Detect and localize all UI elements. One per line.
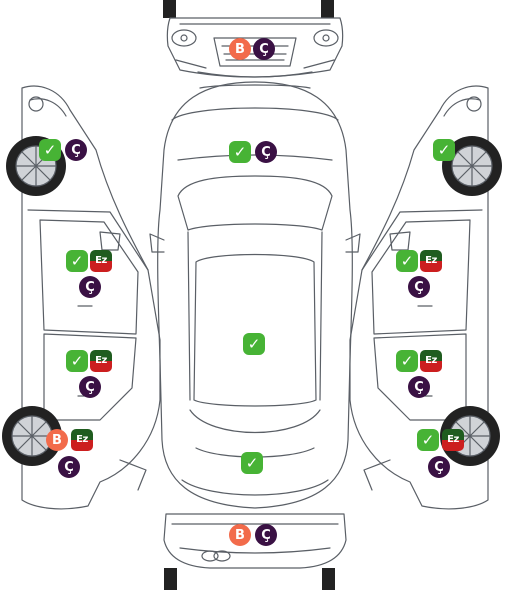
left-front-door-scratch-marker[interactable]: Ez <box>90 250 112 272</box>
left-rear-door-scratch-marker[interactable]: Ez <box>90 350 112 372</box>
right-front-door-ok-marker[interactable]: ✓ <box>396 250 418 272</box>
right-front-door-dent-marker[interactable]: Ç <box>408 276 430 298</box>
left-rear-fender-dent-marker[interactable]: Ç <box>58 456 80 478</box>
rear-bumper-paint-marker[interactable]: B <box>229 524 251 546</box>
trunk-ok-marker[interactable]: ✓ <box>241 452 263 474</box>
front-view <box>163 0 344 78</box>
front-bumper-dent-marker[interactable]: Ç <box>253 38 275 60</box>
right-rear-door-dent-marker[interactable]: Ç <box>408 376 430 398</box>
top-view <box>149 81 361 509</box>
left-rear-fender-scratch-marker[interactable]: Ez <box>71 429 93 451</box>
right-rear-fender-dent-marker[interactable]: Ç <box>428 456 450 478</box>
right-front-door-scratch-marker[interactable]: Ez <box>420 250 442 272</box>
right-rear-fender-ok-marker[interactable]: ✓ <box>417 429 439 451</box>
right-rear-door-ok-marker[interactable]: ✓ <box>396 350 418 372</box>
left-front-door-dent-marker[interactable]: Ç <box>79 276 101 298</box>
left-rear-door-ok-marker[interactable]: ✓ <box>66 350 88 372</box>
left-rear-fender-paint-marker[interactable]: B <box>46 429 68 451</box>
hood-dent-marker[interactable]: Ç <box>255 141 277 163</box>
right-front-fender-ok-marker[interactable]: ✓ <box>433 139 455 161</box>
left-front-door-ok-marker[interactable]: ✓ <box>66 250 88 272</box>
left-rear-door-dent-marker[interactable]: Ç <box>79 376 101 398</box>
right-rear-fender-scratch-marker[interactable]: Ez <box>442 429 464 451</box>
right-rear-door-scratch-marker[interactable]: Ez <box>420 350 442 372</box>
rear-bumper-dent-marker[interactable]: Ç <box>255 524 277 546</box>
hood-ok-marker[interactable]: ✓ <box>229 141 251 163</box>
rear-view <box>163 513 347 590</box>
roof-ok-marker[interactable]: ✓ <box>243 333 265 355</box>
left-front-fender-ok-marker[interactable]: ✓ <box>39 139 61 161</box>
right-side-view <box>349 85 502 510</box>
front-bumper-paint-marker[interactable]: B <box>229 38 251 60</box>
left-front-fender-dent-marker[interactable]: Ç <box>65 139 87 161</box>
